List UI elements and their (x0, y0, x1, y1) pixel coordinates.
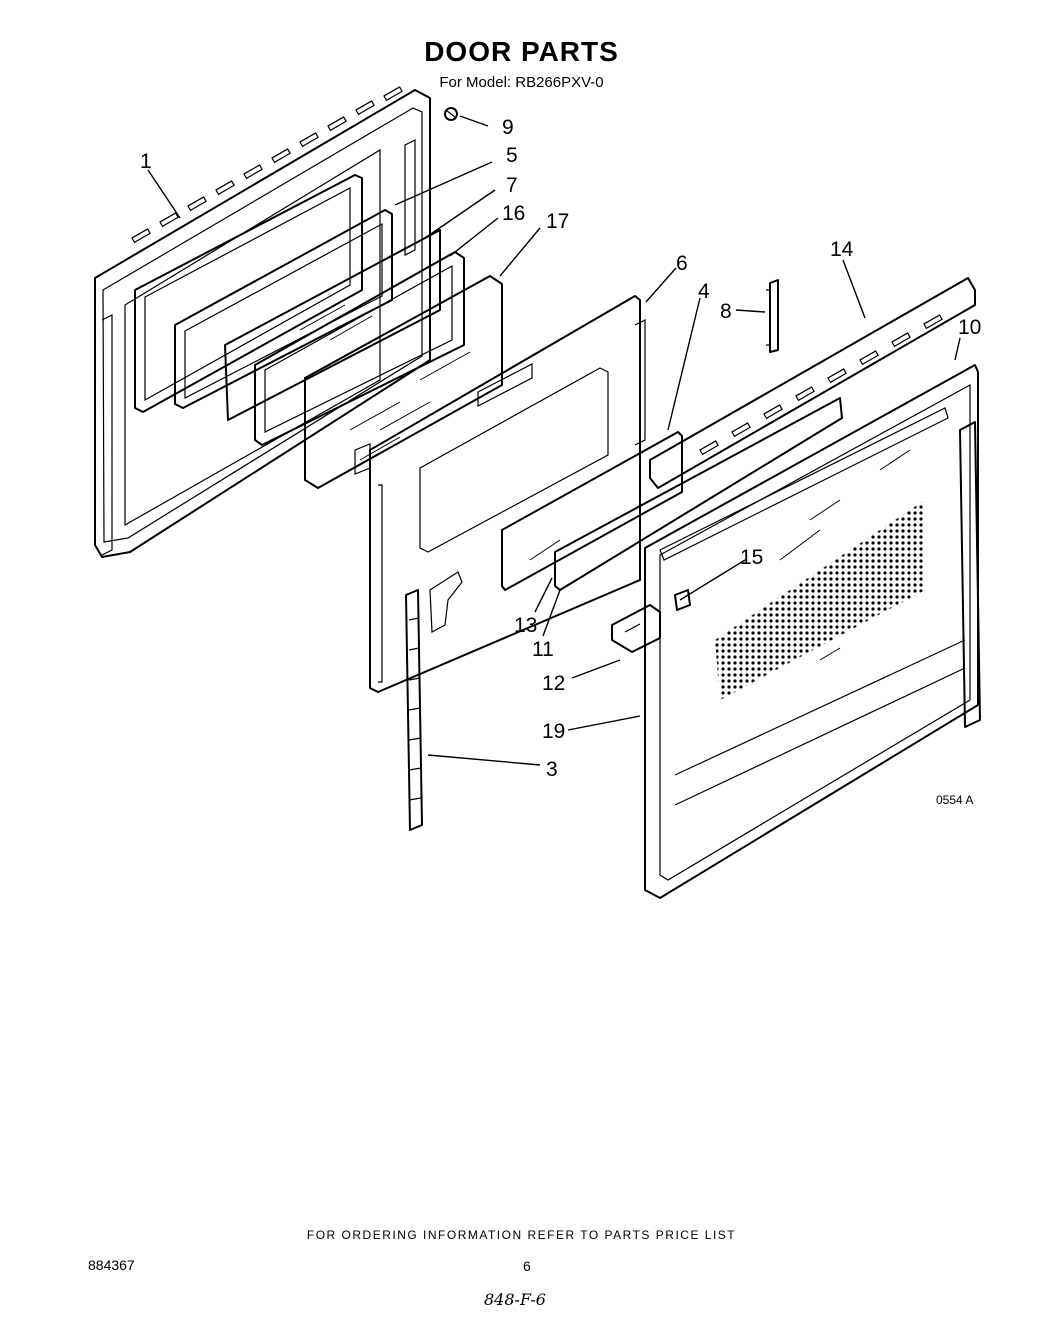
figure-code: 0554 A (936, 793, 973, 807)
handle-bracket-part-12 (611, 604, 661, 653)
glass-part-16 (224, 229, 441, 421)
ordering-note: FOR ORDERING INFORMATION REFER TO PARTS … (306, 1228, 737, 1242)
trim-part-11 (554, 397, 843, 591)
screw-part-9 (444, 107, 458, 121)
callout-9: 9 (502, 116, 514, 139)
door-panel-part-6 (354, 295, 646, 693)
page-title: DOOR PARTS (424, 36, 619, 67)
callout-14: 14 (830, 238, 854, 261)
callout-19: 19 (542, 720, 565, 743)
glass-strip-part-4 (501, 431, 683, 591)
door-liner-part-1 (94, 86, 431, 558)
callout-12: 12 (542, 672, 565, 695)
frame-part-7 (174, 209, 393, 409)
callout-6: 6 (676, 252, 688, 275)
callout-17: 17 (546, 210, 569, 233)
callout-11: 11 (532, 638, 554, 661)
callout-16: 16 (502, 202, 525, 225)
leader-lines (147, 115, 961, 766)
hinge-strip-part-3 (405, 589, 423, 831)
callout-3: 3 (546, 758, 558, 781)
glass-pane-part-17 (304, 275, 503, 489)
callout-15: 15 (740, 546, 763, 569)
vent-bar-part-14 (649, 277, 976, 489)
callout-13: 13 (514, 614, 537, 637)
callout-4: 4 (698, 280, 710, 303)
frame-part-5 (134, 174, 363, 413)
callout-1: 1 (140, 150, 152, 173)
handwritten-note: 848-F-6 (484, 1290, 546, 1309)
outer-door-part-19 (644, 364, 981, 899)
handle-clip-part-15 (674, 589, 691, 611)
page-number: 6 (523, 1258, 531, 1274)
bracket-part-8 (766, 279, 779, 353)
callout-7: 7 (506, 174, 518, 197)
callout-8: 8 (720, 300, 732, 323)
model-subtitle: For Model: RB266PXV-0 (439, 74, 604, 91)
callout-10: 10 (958, 316, 981, 339)
callout-5: 5 (506, 144, 518, 167)
document-number: 884367 (88, 1257, 135, 1273)
